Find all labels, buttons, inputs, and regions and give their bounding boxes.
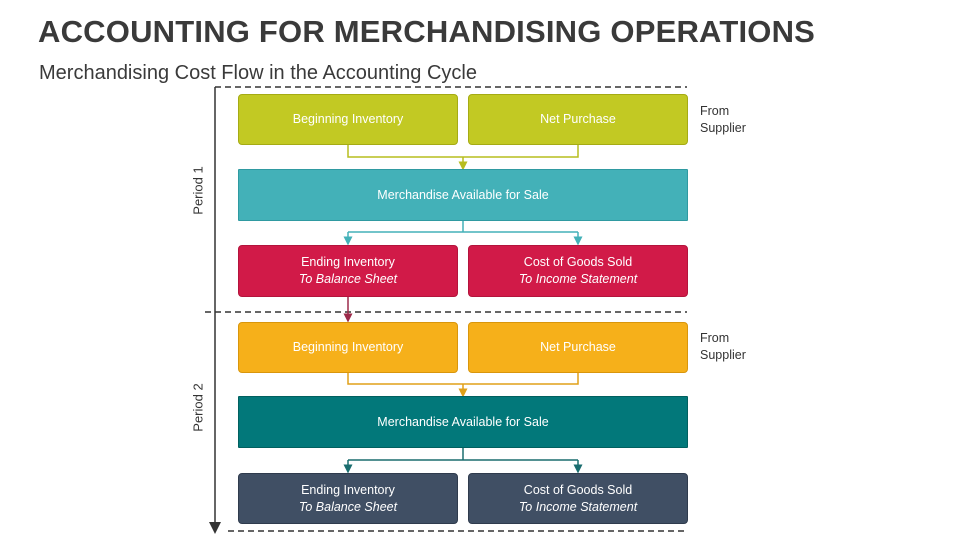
p1-beginning-inventory-box: Beginning Inventory (238, 94, 458, 145)
p2-cogs-sub: To Income Statement (518, 499, 638, 514)
p1-from-supplier-line1: From (700, 104, 730, 118)
page-subtitle: Merchandising Cost Flow in the Accountin… (39, 62, 477, 84)
p2-net-purchase-box: Net Purchase (468, 322, 688, 373)
p1-ending-inventory-label: Ending Inventory (301, 255, 395, 269)
p1-ending-inventory-box: Ending Inventory To Balance Sheet (238, 245, 458, 297)
period-1-label: Period 1 (190, 166, 206, 215)
p1-cogs-label: Cost of Goods Sold (523, 255, 633, 269)
p2-ending-inventory-label: Ending Inventory (301, 482, 395, 497)
p2-cogs-label: Cost of Goods Sold (523, 482, 633, 497)
p1-cogs-sub: To Income Statement (518, 272, 638, 286)
p1-net-purchase-label: Net Purchase (540, 112, 616, 126)
p1-merchandise-available-box: Merchandise Available for Sale (238, 169, 688, 221)
p2-merge-connector (347, 372, 579, 385)
p2-from-supplier-line1: From (700, 331, 730, 345)
p2-from-supplier-line2: Supplier (700, 348, 746, 362)
p1-merge-connector (347, 144, 579, 158)
p1-beginning-inventory-label: Beginning Inventory (292, 112, 404, 126)
p2-from-supplier-note: From Supplier (700, 330, 746, 364)
p2-beginning-inventory-box: Beginning Inventory (238, 322, 458, 373)
p1-ending-inventory-sub: To Balance Sheet (298, 272, 398, 286)
p1-from-supplier-note: From Supplier (700, 103, 746, 137)
period-2-label: Period 2 (190, 383, 206, 432)
p2-merchandise-available-label: Merchandise Available for Sale (377, 414, 549, 429)
p2-merchandise-available-box: Merchandise Available for Sale (238, 396, 688, 448)
p1-cogs-box: Cost of Goods Sold To Income Statement (468, 245, 688, 297)
p2-beginning-inventory-label: Beginning Inventory (292, 340, 404, 354)
page-title: ACCOUNTING FOR MERCHANDISING OPERATIONS (38, 14, 816, 49)
p1-merchandise-available-label: Merchandise Available for Sale (377, 187, 549, 202)
p1-net-purchase-box: Net Purchase (468, 94, 688, 145)
p2-cogs-box: Cost of Goods Sold To Income Statement (468, 473, 688, 524)
p2-net-purchase-label: Net Purchase (540, 340, 616, 354)
p1-from-supplier-line2: Supplier (700, 121, 746, 135)
p2-ending-inventory-sub: To Balance Sheet (298, 499, 398, 514)
p2-ending-inventory-box: Ending Inventory To Balance Sheet (238, 473, 458, 524)
